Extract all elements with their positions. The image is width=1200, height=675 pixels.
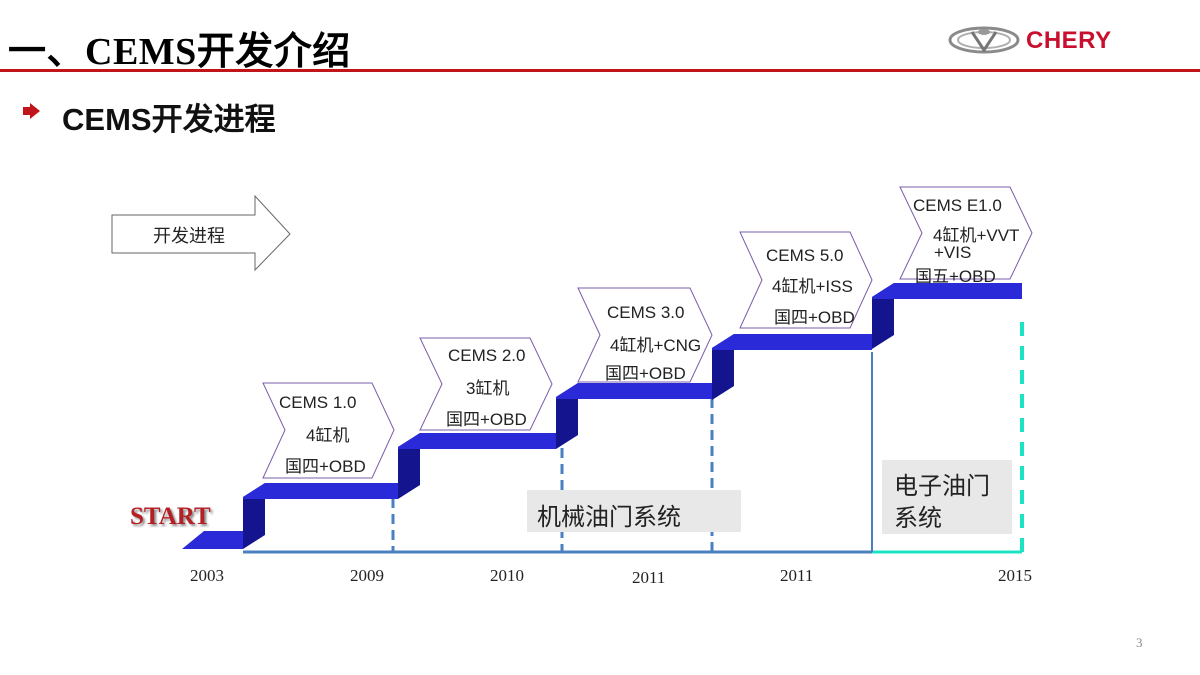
milestone-standard: 国四+OBD (285, 457, 366, 476)
milestone-name: CEMS 3.0 (607, 303, 685, 322)
milestone-chevron (419, 337, 553, 431)
milestone-name: CEMS 1.0 (279, 393, 357, 412)
section-subtitle: CEMS开发进程 (62, 102, 276, 137)
step-tread (872, 283, 1022, 299)
chery-logo-text: CHERY (1026, 27, 1112, 54)
step-tread (398, 433, 556, 449)
step-tread (243, 483, 398, 499)
step-riser (556, 383, 578, 449)
milestone-engine: 4缸机+CNG (610, 336, 702, 355)
electronic-throttle-label-line1: 电子油门 (894, 473, 990, 500)
chery-emblem-icon (948, 26, 1020, 54)
step-riser (398, 433, 420, 499)
milestone-name: CEMS 5.0 (766, 246, 844, 265)
milestone-engine-extra: +VIS (934, 243, 972, 262)
step-tread (712, 334, 872, 350)
milestone-chevron (739, 231, 873, 329)
mechanical-throttle-label: 机械油门系统 (537, 504, 681, 531)
milestone-chevron (262, 382, 395, 479)
milestone-name: CEMS E1.0 (913, 196, 1002, 215)
milestone-chevron (577, 287, 713, 383)
milestone-name: CEMS 2.0 (448, 346, 526, 365)
milestone-standard: 国四+OBD (446, 410, 527, 429)
year-label: 2010 (490, 566, 524, 585)
step-riser (712, 334, 734, 400)
milestone-engine: 3缸机 (466, 379, 510, 398)
mechanical-throttle-box: 机械油门系统 (527, 490, 741, 532)
year-label: 2009 (350, 566, 384, 585)
step-tread (182, 531, 243, 549)
milestone-engine: 4缸机 (306, 426, 350, 445)
year-label: 2003 (190, 566, 224, 585)
milestone-standard: 国四+OBD (774, 308, 855, 327)
start-label: START (130, 503, 211, 530)
step-tread (556, 383, 712, 399)
electronic-throttle-label-line2: 系统 (894, 505, 942, 532)
milestone-chevron (899, 186, 1033, 280)
chery-logo (948, 24, 1148, 56)
year-label: 2011 (632, 568, 666, 587)
year-label: 2011 (780, 566, 814, 585)
progress-arrow-label: 开发进程 (153, 226, 225, 246)
arrow-bullet-icon (23, 103, 40, 119)
step-riser (243, 483, 265, 549)
progress-arrow (111, 194, 291, 272)
year-label: 2015 (998, 566, 1032, 585)
step-riser (872, 283, 894, 349)
milestone-engine: 4缸机+VVT (933, 226, 1020, 245)
page-title: 一、CEMS开发介绍 (8, 31, 351, 73)
milestone-standard: 国五+OBD (915, 267, 996, 286)
header-divider (0, 69, 1200, 72)
milestone-standard: 国四+OBD (605, 364, 686, 383)
page-number: 3 (1136, 635, 1143, 650)
electronic-throttle-box: 电子油门 系统 (882, 460, 1012, 534)
milestone-engine: 4缸机+ISS (772, 277, 853, 296)
